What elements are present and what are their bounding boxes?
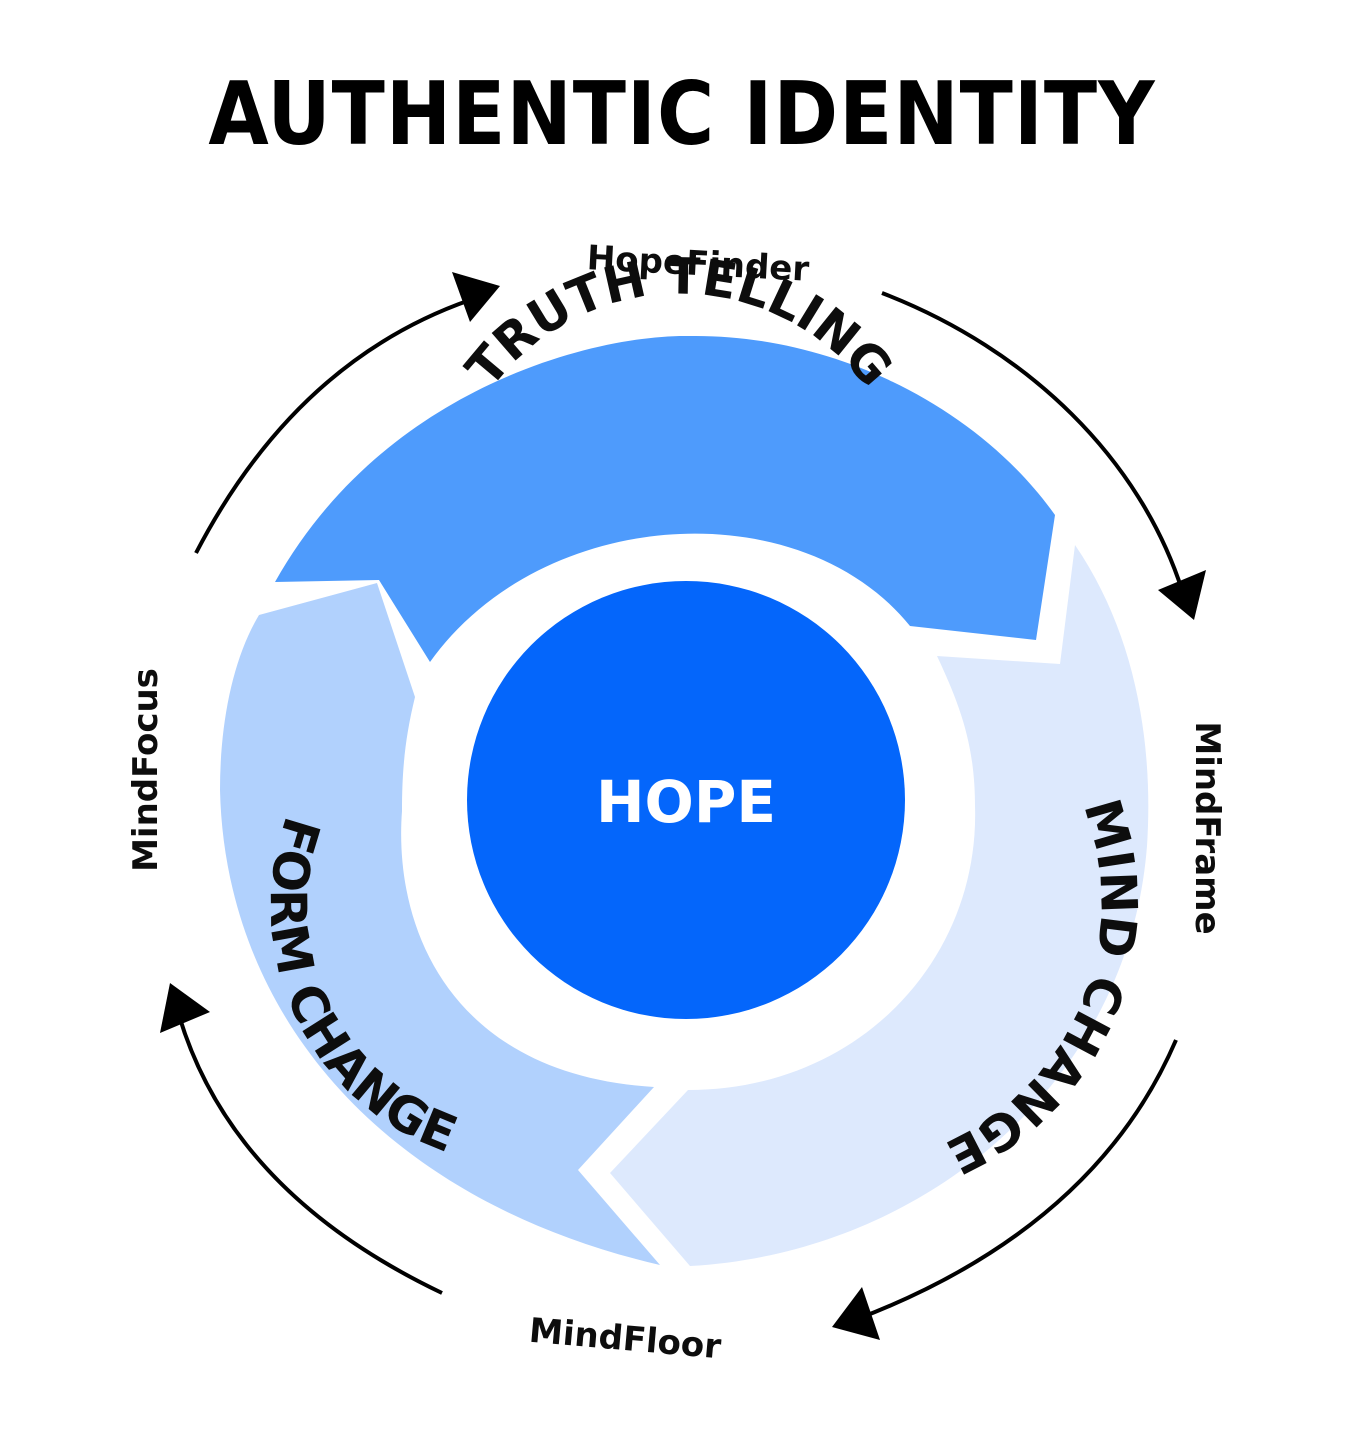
arrowhead-bottom-left-icon bbox=[160, 983, 210, 1033]
arc-arrow-top-to-right bbox=[881, 291, 1184, 591]
center-hope-circle bbox=[467, 581, 905, 1019]
arc-arrow-left-to-top bbox=[194, 298, 471, 554]
segment-truth-telling bbox=[275, 335, 1055, 662]
arc-arrow-bottom-to-left bbox=[176, 1011, 443, 1295]
segment-form-change bbox=[220, 583, 660, 1265]
arrowhead-top-right-icon bbox=[1158, 570, 1206, 620]
segment-mind-change bbox=[610, 545, 1149, 1266]
outer-label-mindfloor: MindFloor bbox=[528, 1311, 723, 1368]
center-hope-label: HOPE bbox=[596, 768, 776, 836]
arrowhead-bottom-right-icon bbox=[832, 1287, 880, 1340]
outer-cycle-arrows bbox=[160, 272, 1206, 1340]
diagram-title: AUTHENTIC IDENTITY bbox=[208, 64, 1156, 166]
arc-arrow-right-to-bottom bbox=[859, 1039, 1178, 1320]
arrowhead-top-left-icon bbox=[452, 272, 500, 322]
outer-label-mindfocus: MindFocus bbox=[126, 668, 166, 872]
outer-label-mindframe: MindFrame bbox=[1187, 721, 1227, 934]
